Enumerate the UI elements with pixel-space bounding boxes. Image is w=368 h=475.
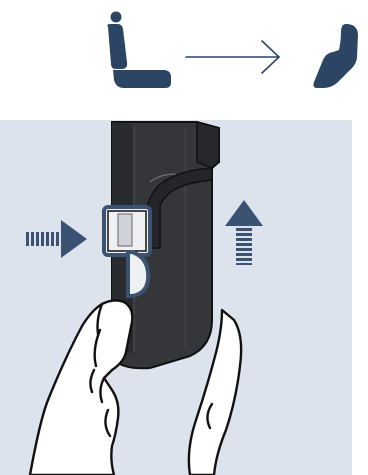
seat-upright-icon bbox=[107, 12, 171, 89]
instruction-illustration bbox=[0, 120, 352, 475]
seat-fold-sequence bbox=[0, 0, 368, 120]
right-arrow-icon bbox=[186, 41, 279, 73]
seat-folded-icon bbox=[313, 24, 358, 88]
